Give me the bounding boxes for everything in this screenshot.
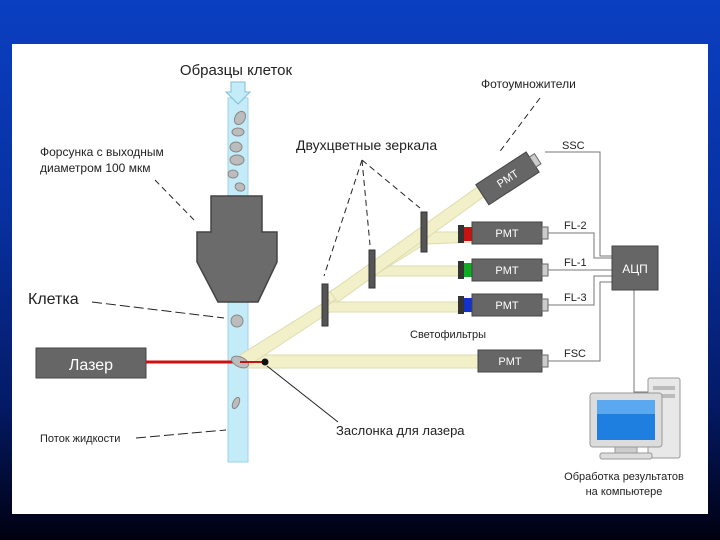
leader-lines <box>91 97 541 439</box>
signal-wires <box>545 151 648 393</box>
computer-icon <box>589 377 681 460</box>
adc-label: АЦП <box>622 262 648 276</box>
cell-label: Клетка <box>28 291 79 308</box>
laser-shutter <box>261 358 269 366</box>
laser-label: Лазер <box>69 357 113 374</box>
channel-ssc: SSC <box>562 140 585 152</box>
sample-cells <box>227 110 247 192</box>
adc-box <box>611 245 659 291</box>
passed-cell <box>231 396 241 410</box>
pmts-label: Фотоумножители <box>481 77 576 91</box>
pmt-fl2-label: PMT <box>495 228 519 240</box>
cell <box>230 314 244 328</box>
computer-label: Обработка результатов <box>564 471 684 483</box>
nozzle <box>196 195 278 303</box>
filters-label: Светофильтры <box>410 329 486 341</box>
pmt-fl1: PMT <box>471 258 549 282</box>
nozzle-label: Форсунка с выходным <box>40 145 164 159</box>
flow-label: Поток жидкости <box>40 433 120 445</box>
pmt-fl3: PMT <box>471 293 549 317</box>
nozzle-label-line2: диаметром 100 мкм <box>40 161 150 175</box>
computer-label-line2: на компьютере <box>586 486 663 498</box>
inlet-arrow-icon <box>224 81 252 105</box>
shutter-label: Заслонка для лазера <box>336 423 465 438</box>
samples-label: Образцы клеток <box>180 62 293 79</box>
channel-fl2: FL-2 <box>564 220 587 232</box>
filters <box>458 225 472 314</box>
pmt-fsc: PMT <box>477 349 549 373</box>
channel-fsc: FSC <box>564 348 586 360</box>
pmt-fl1-label: PMT <box>495 265 519 277</box>
pmt-fl2: PMT <box>471 221 549 245</box>
channel-fl3: FL-3 <box>564 292 587 304</box>
light-beams <box>239 182 490 369</box>
pmt-fl3-label: PMT <box>495 300 519 312</box>
pmt-ssc: PMT <box>475 151 542 206</box>
dichroic-label: Двухцветные зеркала <box>296 137 437 153</box>
dichroic-mirrors <box>321 211 428 327</box>
laser <box>35 347 147 379</box>
channel-fl1: FL-1 <box>564 257 587 269</box>
pmt-fsc-label: PMT <box>498 356 522 368</box>
